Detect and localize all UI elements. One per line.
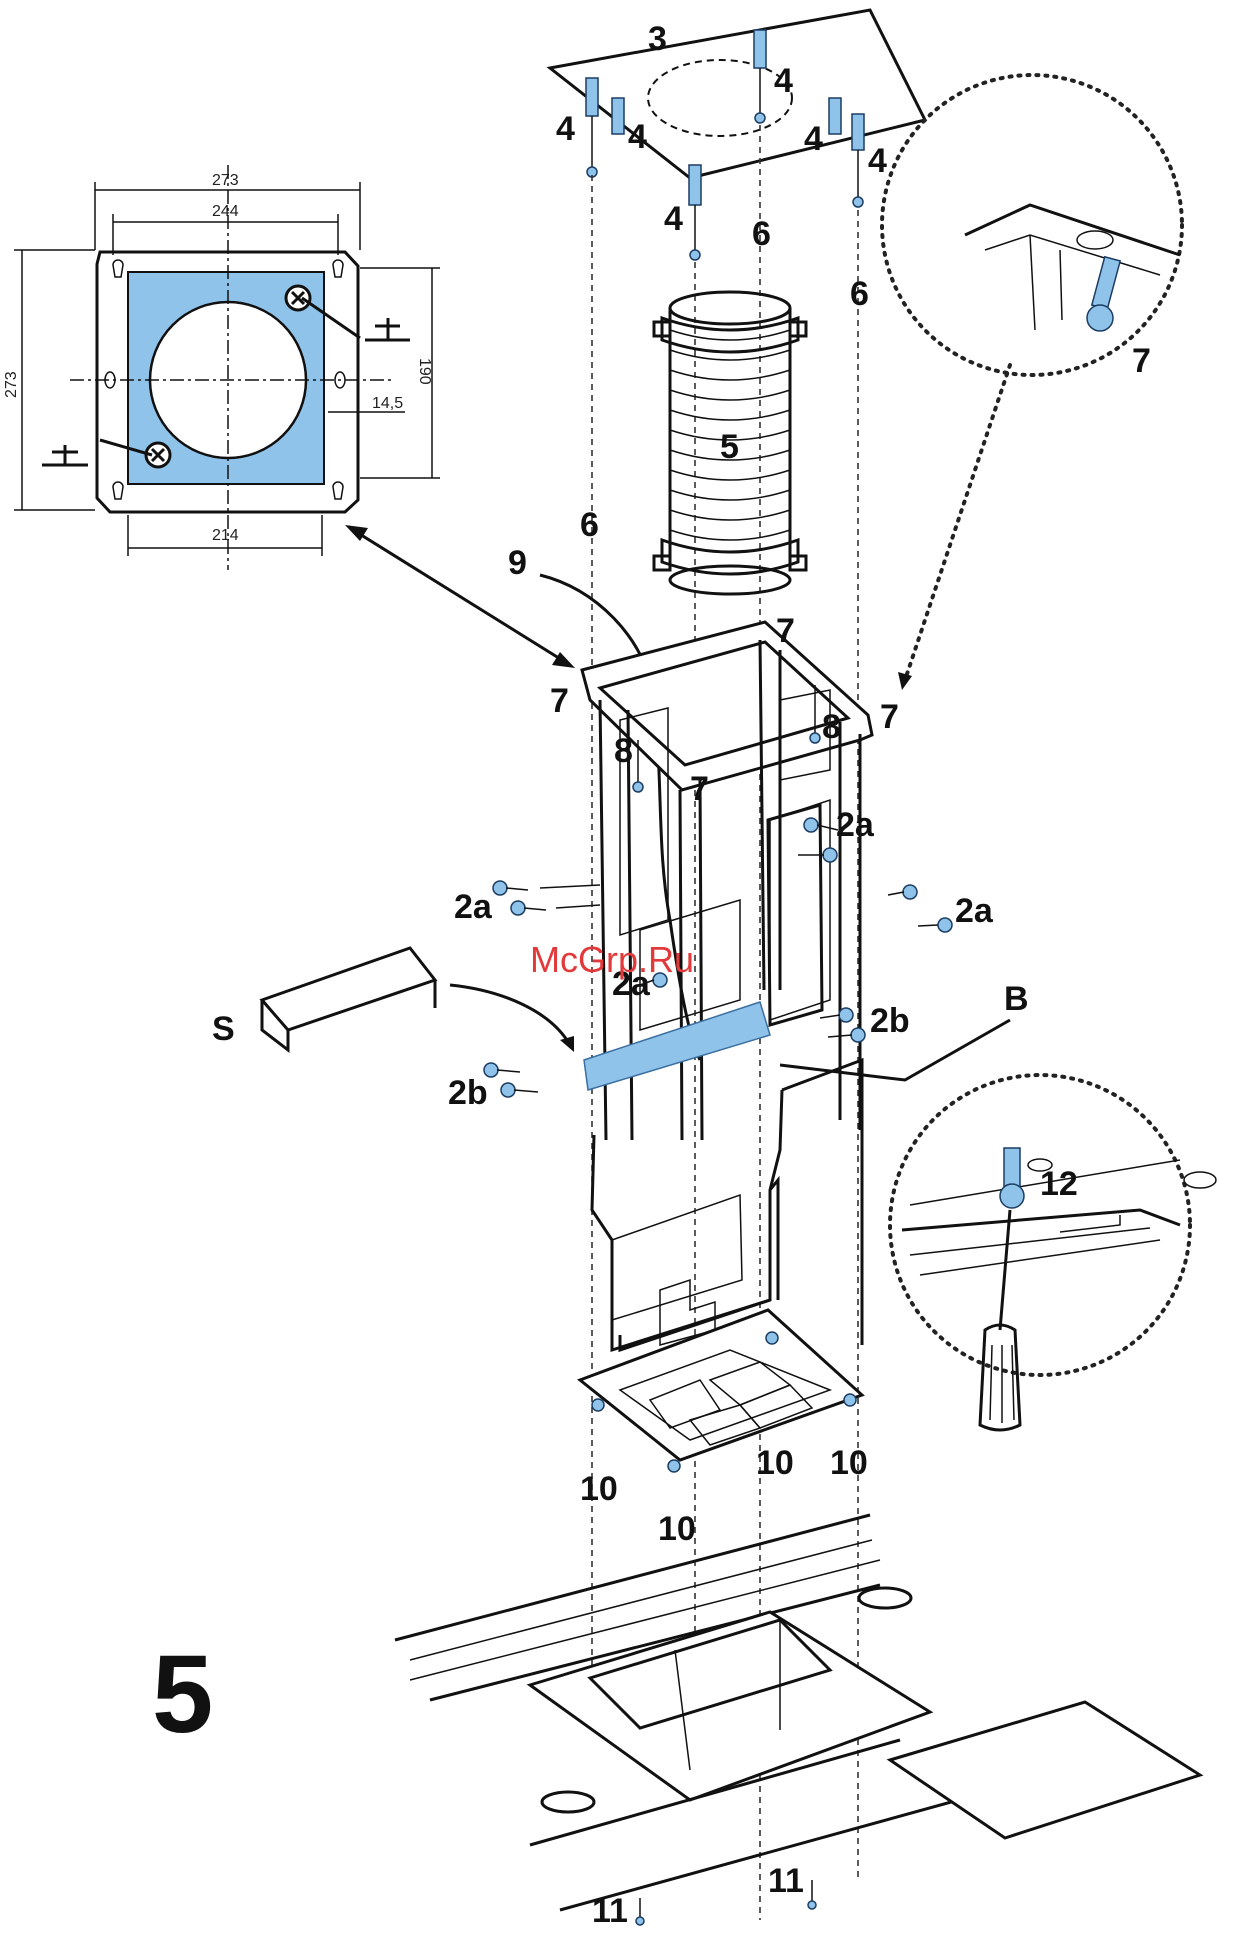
label-cable: 9: [508, 544, 527, 582]
label-side-screw-a1: 2a: [454, 888, 493, 926]
label-side-screw-a2: 2a: [836, 806, 875, 844]
label-anchor-1: 4: [556, 110, 575, 148]
bottom-grille: [580, 1310, 862, 1460]
label-side-screw-b2: 2b: [448, 1074, 488, 1112]
cover-s: [262, 948, 574, 1052]
label-side-screw-a3: 2a: [955, 892, 994, 930]
detail-circle-top: [882, 75, 1182, 690]
label-bottom-screw-3: 10: [756, 1444, 794, 1482]
label-anchor-4: 4: [804, 120, 823, 158]
label-bottom-screw-2: 10: [658, 1510, 696, 1548]
label-bracket-screw-1: 7: [776, 612, 795, 650]
motor-housing: [584, 1002, 862, 1350]
label-rod-2: 6: [850, 275, 869, 313]
figure-number: 5: [152, 1633, 213, 1756]
label-band: B: [1004, 980, 1029, 1018]
label-top-screw-2: 8: [822, 708, 841, 746]
mounting-plate-drawing: 273 244 273 190 14,5 214: [3, 165, 440, 570]
label-anchor-3: 4: [774, 62, 793, 100]
dim-hole-offset: 14,5: [372, 395, 403, 412]
label-bracket-screw-4: 7: [690, 770, 709, 808]
label-cover: S: [212, 1010, 235, 1048]
watermark: McGrp.Ru: [530, 939, 694, 980]
label-top-screw-1: 8: [614, 732, 633, 770]
dim-hole-height: 190: [416, 358, 433, 385]
label-anchor-2: 4: [628, 118, 647, 156]
label-flex-duct: 5: [720, 428, 739, 466]
label-bracket-screw-2: 7: [550, 682, 569, 720]
dim-outer-height: 273: [3, 371, 20, 398]
hood-body: [395, 1515, 1200, 1910]
label-detail-screw: 12: [1040, 1165, 1078, 1203]
label-detail-top: 7: [1132, 342, 1151, 380]
label-rod-3: 6: [580, 506, 599, 544]
dim-hole-width: 244: [212, 203, 239, 220]
plate-to-bracket-arrow: [345, 525, 575, 668]
label-side-screw-b1: 2b: [870, 1002, 910, 1040]
label-anchor-5: 4: [868, 142, 887, 180]
detail-circle-bottom: [890, 1075, 1216, 1430]
dim-bottom-width: 214: [212, 527, 239, 544]
label-bottom-screw-1: 10: [580, 1470, 618, 1508]
label-hood-screw-2: 11: [768, 1862, 804, 1900]
label-ceiling-plate: 3: [648, 20, 667, 58]
label-anchor-6: 4: [664, 200, 683, 238]
label-hood-screw-1: 11: [592, 1892, 628, 1929]
label-rod-1: 6: [752, 215, 771, 253]
label-bracket-screw-3: 7: [880, 698, 899, 736]
dim-outer-width: 273: [212, 172, 239, 189]
label-bottom-screw-4: 10: [830, 1444, 868, 1482]
